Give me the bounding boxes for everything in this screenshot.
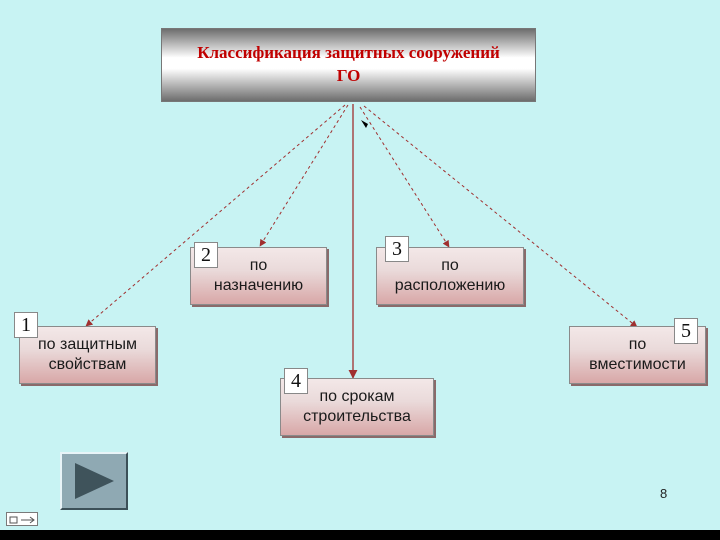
category-number-4: 4 <box>284 368 308 394</box>
play-triangle-icon <box>75 463 114 499</box>
diagram-title: Классификация защитных сооружений ГО <box>161 28 536 102</box>
connector-to-category-3 <box>359 106 450 248</box>
category-number-2: 2 <box>194 242 218 268</box>
connector-to-category-2 <box>259 104 349 247</box>
category-box-1: по защитным свойствам <box>19 326 156 384</box>
category-number-5: 5 <box>674 318 698 344</box>
category-number-1: 1 <box>14 312 38 338</box>
small-black-arrow-icon <box>361 120 368 128</box>
slide-nav-icon[interactable] <box>6 512 38 526</box>
next-slide-button[interactable] <box>60 452 128 510</box>
category-number-3: 3 <box>385 236 409 262</box>
connector-to-category-5 <box>363 105 638 328</box>
connector-to-category-1 <box>85 104 346 327</box>
slide-nav-glyph <box>9 516 35 524</box>
bottom-bar <box>0 530 720 540</box>
page-number: 8 <box>660 486 668 501</box>
